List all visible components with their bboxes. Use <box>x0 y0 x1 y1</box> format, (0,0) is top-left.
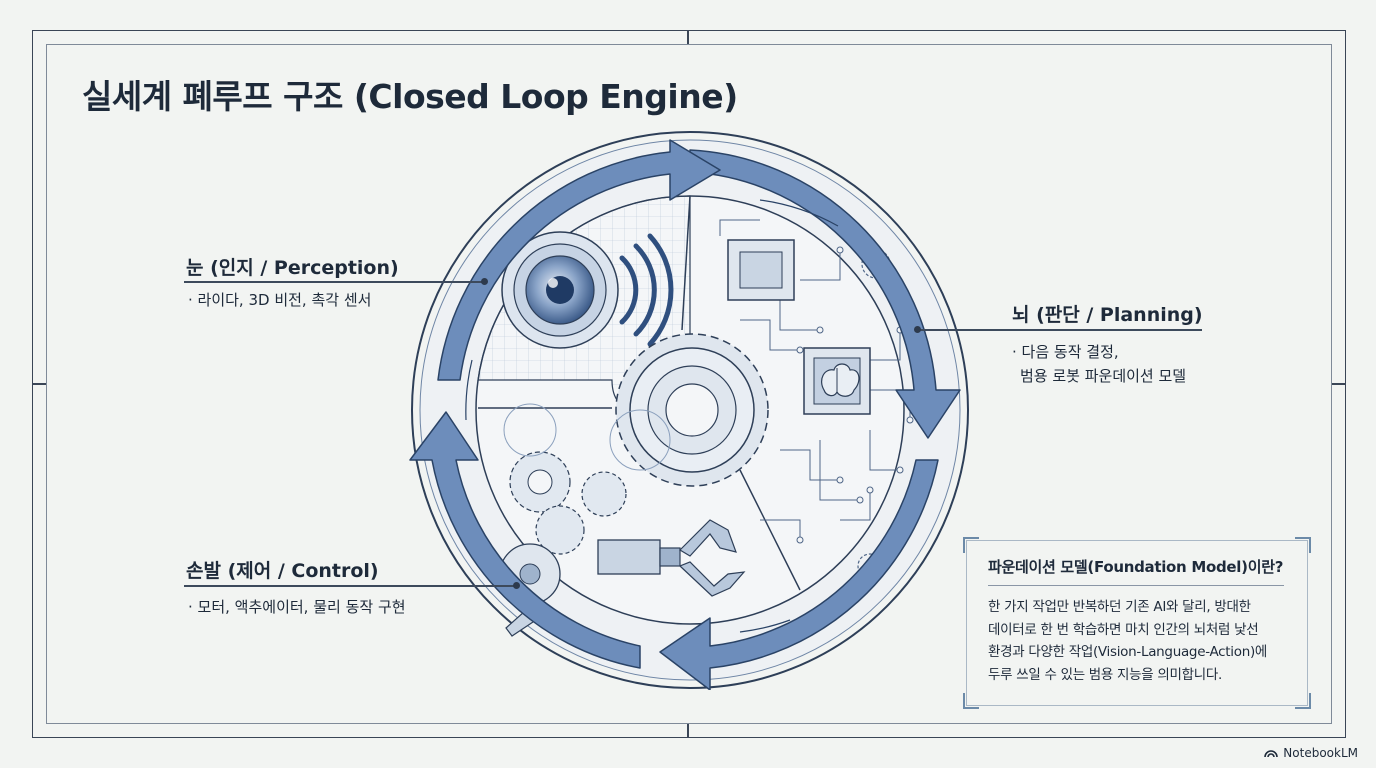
camera-sensor-icon <box>501 231 674 349</box>
infobox-line: 두루 쓰일 수 있는 범용 지능을 의미합니다. <box>988 666 1222 683</box>
notebooklm-logo-icon <box>1264 750 1279 758</box>
infobox-line: 환경과 다양한 작업(Vision-Language-Action)에 <box>988 644 1268 660</box>
planning-leader-dot <box>914 326 921 333</box>
infobox-divider <box>988 585 1284 586</box>
perception-leader-line <box>184 281 484 283</box>
notebooklm-brand: NotebookLM <box>1264 746 1358 760</box>
inner-frame <box>46 44 1332 724</box>
foundation-model-infobox <box>963 537 1311 709</box>
frame-tick <box>32 383 46 385</box>
infobox-body: 한 가지 작업만 반복하던 기존 AI와 달리, 방대한 데이터로 한 번 학습… <box>988 596 1288 686</box>
planning-bullet-line-1: · 다음 동작 결정, <box>1012 343 1119 361</box>
planning-bullet-line-2: 범용 로봇 파운데이션 모델 <box>1020 367 1187 385</box>
infobox-line: 데이터로 한 번 학습하면 마치 인간의 뇌처럼 낯선 <box>988 621 1259 638</box>
control-heading: 손발 (제어 / Control) <box>186 560 379 582</box>
perception-heading: 눈 (인지 / Perception) <box>186 257 399 279</box>
frame-tick <box>687 30 689 44</box>
perception-bullet: · 라이다, 3D 비전, 촉각 센서 <box>188 291 372 309</box>
control-bullet: · 모터, 액추에이터, 물리 동작 구현 <box>188 598 406 616</box>
frame-tick <box>1332 383 1346 385</box>
closed-loop-diagram <box>409 131 969 690</box>
page-title: 실세계 폐루프 구조 (Closed Loop Engine) <box>82 77 738 116</box>
chip-icon <box>727 239 795 301</box>
control-leader-dot <box>513 582 520 589</box>
control-leader-line <box>184 585 516 587</box>
frame-tick <box>687 724 689 738</box>
gear-icon <box>615 333 769 487</box>
brain-chip-icon <box>803 347 871 415</box>
brand-label: NotebookLM <box>1283 746 1358 760</box>
planning-heading: 뇌 (판단 / Planning) <box>1012 304 1203 326</box>
infobox-title: 파운데이션 모델(Foundation Model)이란? <box>988 558 1284 576</box>
infobox-line: 한 가지 작업만 반복하던 기존 AI와 달리, 방대한 <box>988 599 1251 615</box>
perception-leader-dot <box>481 278 488 285</box>
planning-leader-line <box>918 329 1202 331</box>
